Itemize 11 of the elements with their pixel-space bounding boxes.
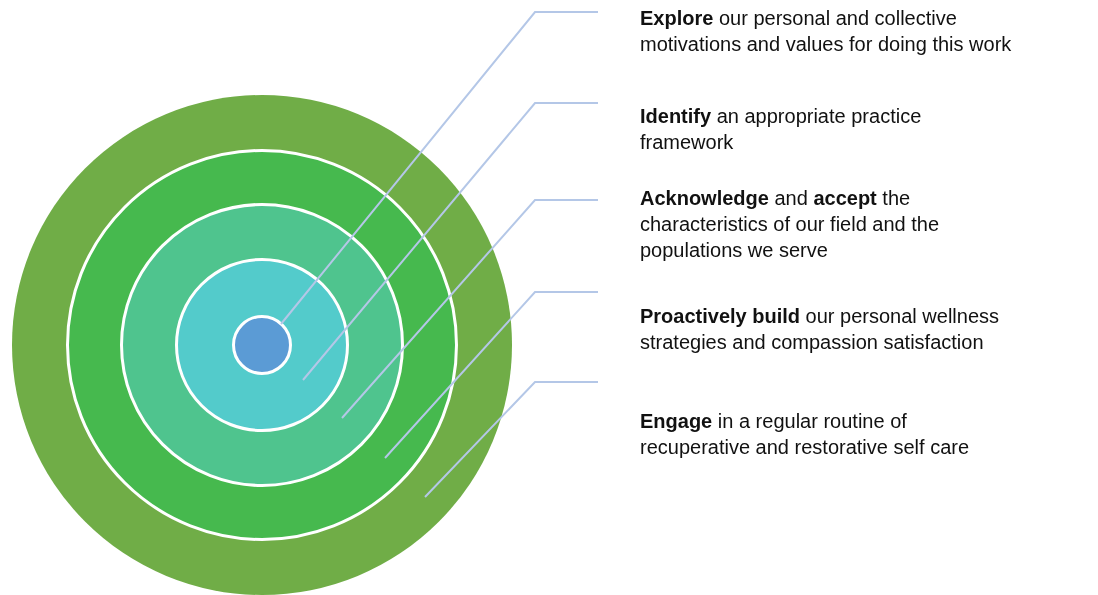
- leader-line: [341, 199, 599, 419]
- description-text: Proactively build our personal wellness strategies and compassion satisfaction: [598, 303, 1078, 355]
- leader-line: [384, 291, 599, 459]
- bullseye-circle: [232, 315, 292, 375]
- leader-line: [302, 102, 599, 381]
- leader-line: [280, 11, 599, 325]
- description-text: Explore our personal and collective motivations and values for doing this work: [598, 5, 1043, 57]
- description-text: Identify an appropriate practice framework: [598, 103, 1018, 155]
- description-text: Engage in a regular routine of recuperative and restorative self care: [598, 408, 1000, 460]
- leader-line: [424, 381, 599, 498]
- description-text: Acknowledge and accept the characteristics of our field and the populations we serve: [598, 185, 1018, 263]
